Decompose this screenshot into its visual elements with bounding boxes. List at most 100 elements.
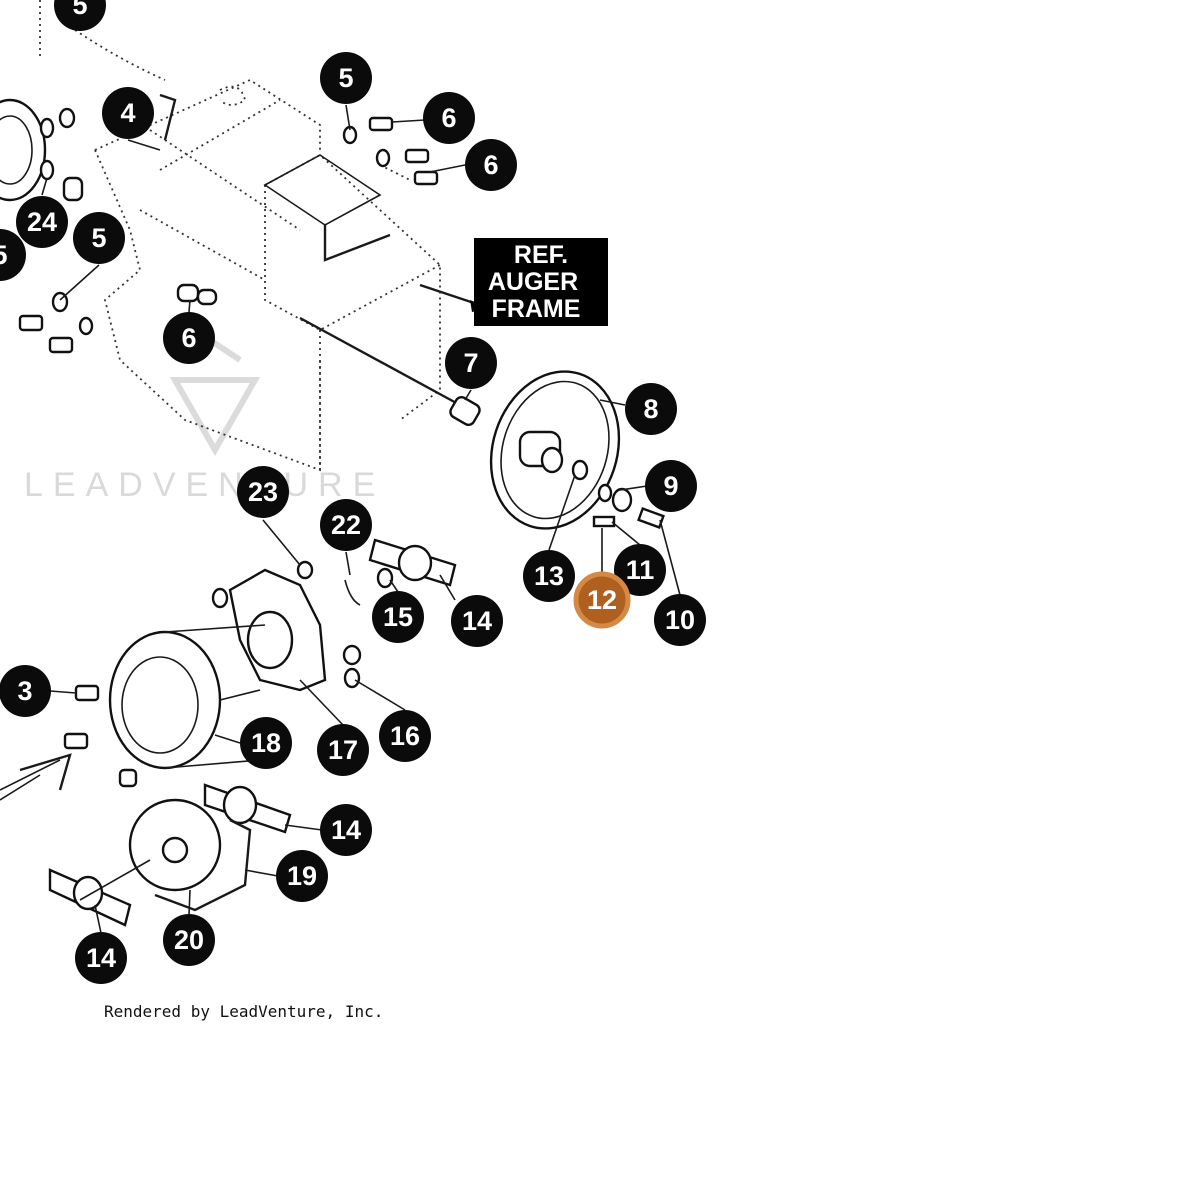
callout-circle[interactable] xyxy=(320,804,372,856)
callout-label: 20 xyxy=(174,925,204,955)
callout-label: 13 xyxy=(534,561,564,591)
callout-6[interactable]: 6 xyxy=(423,92,475,144)
flange-bearings xyxy=(48,538,457,927)
callout-label: 17 xyxy=(328,735,358,765)
ref-line-3: FRAME xyxy=(492,295,581,323)
callout-5[interactable]: 5 xyxy=(73,212,125,264)
callout-3[interactable]: 3 xyxy=(0,665,51,717)
callout-circle[interactable] xyxy=(523,550,575,602)
callout-label: 15 xyxy=(383,602,413,632)
callout-label: 12 xyxy=(587,585,617,615)
callout-7[interactable]: 7 xyxy=(445,337,497,389)
callout-label: 10 xyxy=(665,605,695,635)
callout-circle[interactable] xyxy=(445,337,497,389)
callout-16[interactable]: 16 xyxy=(379,710,431,762)
callout-label: 16 xyxy=(390,721,420,751)
callout-label: 19 xyxy=(287,861,317,891)
callout-22[interactable]: 22 xyxy=(320,499,372,551)
pulley-part xyxy=(489,370,621,530)
callout-label: 8 xyxy=(643,394,658,424)
callout-23[interactable]: 23 xyxy=(237,466,289,518)
left-hardware xyxy=(0,93,439,354)
ref-line-1: REF. xyxy=(514,241,568,269)
callout-18[interactable]: 18 xyxy=(240,717,292,769)
callout-15[interactable]: 15 xyxy=(372,591,424,643)
callout-24[interactable]: 24 xyxy=(16,196,68,248)
callout-label: 9 xyxy=(663,471,678,501)
callout-label: 6 xyxy=(483,150,498,180)
callout-19[interactable]: 19 xyxy=(276,850,328,902)
callout-label: 3 xyxy=(17,676,32,706)
callout-circle[interactable] xyxy=(573,571,631,629)
callout-label: 6 xyxy=(441,103,456,133)
callout-6[interactable]: 6 xyxy=(465,139,517,191)
callout-circle[interactable] xyxy=(614,544,666,596)
callout-circle[interactable] xyxy=(163,914,215,966)
callout-label: 22 xyxy=(331,510,361,540)
callout-circle[interactable] xyxy=(372,591,424,643)
callout-circle[interactable] xyxy=(75,932,127,984)
callout-circle[interactable] xyxy=(379,710,431,762)
callout-label: 5 xyxy=(338,63,353,93)
callout-circle[interactable] xyxy=(102,87,154,139)
callout-label: 23 xyxy=(248,477,278,507)
clutch-assembly xyxy=(63,560,362,788)
callout-circle[interactable] xyxy=(0,229,26,281)
callout-14[interactable]: 14 xyxy=(320,804,372,856)
callout-label: 18 xyxy=(251,728,281,758)
callout-17[interactable]: 17 xyxy=(317,724,369,776)
callout-label: 5 xyxy=(72,0,87,20)
callout-circle[interactable] xyxy=(423,92,475,144)
callout-13[interactable]: 13 xyxy=(523,550,575,602)
callout-circle[interactable] xyxy=(73,212,125,264)
callout-label: 14 xyxy=(86,943,116,973)
callout-5[interactable]: 5 xyxy=(54,0,106,31)
callout-14[interactable]: 14 xyxy=(451,595,503,647)
callout-8[interactable]: 8 xyxy=(625,383,677,435)
callout-label: 24 xyxy=(27,207,57,237)
callout-circle[interactable] xyxy=(237,466,289,518)
credit-text: Rendered by LeadVenture, Inc. xyxy=(104,1002,383,1021)
ref-auger-frame-label: REF. AUGER FRAME xyxy=(474,238,608,326)
callout-label: 6 xyxy=(181,323,196,353)
callout-circle[interactable] xyxy=(320,52,372,104)
callout-label: 14 xyxy=(462,606,492,636)
frame-box xyxy=(263,154,391,262)
callout-10[interactable]: 10 xyxy=(654,594,706,646)
small-hardware-right xyxy=(571,459,665,529)
auger-frame xyxy=(39,0,441,472)
callout-circle[interactable] xyxy=(645,460,697,512)
callout-label: 5 xyxy=(0,240,8,270)
callout-circle[interactable] xyxy=(451,595,503,647)
callout-label: 7 xyxy=(463,348,478,378)
callout-circle[interactable] xyxy=(625,383,677,435)
callout-circle[interactable] xyxy=(320,499,372,551)
callout-circle[interactable] xyxy=(16,196,68,248)
callout-9[interactable]: 9 xyxy=(645,460,697,512)
callout-circle[interactable] xyxy=(240,717,292,769)
callout-circle[interactable] xyxy=(54,0,106,31)
callout-circle[interactable] xyxy=(276,850,328,902)
bushing-part xyxy=(449,395,481,427)
callout-5[interactable]: 5 xyxy=(0,229,26,281)
callout-label: 4 xyxy=(120,98,135,128)
callout-circle[interactable] xyxy=(654,594,706,646)
shaft xyxy=(299,316,461,407)
callout-label: 14 xyxy=(331,815,361,845)
callout-20[interactable]: 20 xyxy=(163,914,215,966)
callout-label: 5 xyxy=(91,223,106,253)
watermark-text: LEADVENTURE xyxy=(24,466,385,504)
callout-4[interactable]: 4 xyxy=(102,87,154,139)
callout-layer: 5456624556789232213111210151431817161419… xyxy=(0,0,706,984)
callout-circle[interactable] xyxy=(0,665,51,717)
callout-11[interactable]: 11 xyxy=(614,544,666,596)
callout-circle[interactable] xyxy=(465,139,517,191)
callout-circle[interactable] xyxy=(317,724,369,776)
callout-14[interactable]: 14 xyxy=(75,932,127,984)
callout-circle[interactable] xyxy=(163,312,215,364)
callout-12[interactable]: 12 xyxy=(573,571,631,629)
callout-5[interactable]: 5 xyxy=(320,52,372,104)
callout-6[interactable]: 6 xyxy=(163,312,215,364)
callout-label: 11 xyxy=(626,555,655,585)
